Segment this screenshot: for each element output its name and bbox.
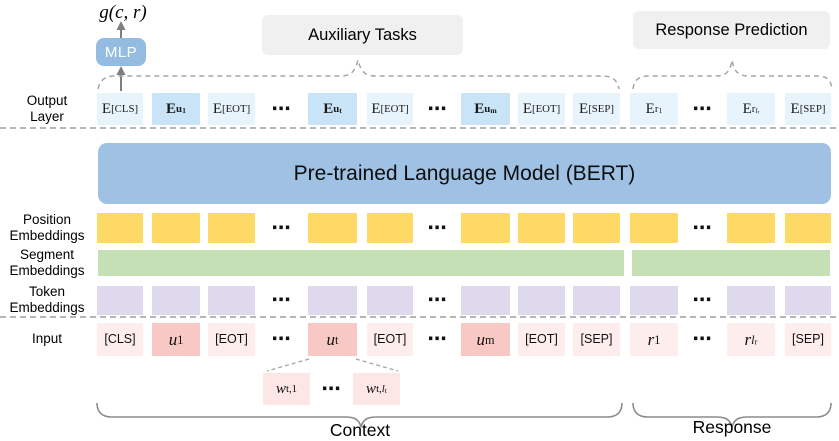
utterance-expansion-line-left [266, 358, 310, 372]
output-ellipsis: ⋯ [692, 97, 712, 120]
output-embedding-box: E[EOT] [518, 93, 565, 125]
token-embedding-box [518, 286, 565, 315]
input-token-box: [CLS] [97, 323, 143, 356]
output-embedding-box: E[EOT] [367, 93, 413, 125]
token-embedding-box [308, 286, 357, 315]
token-embedding-box [97, 286, 143, 315]
position-embedding-box [208, 213, 255, 243]
position-ellipsis: ⋯ [692, 216, 712, 239]
token-embedding-box [367, 286, 413, 315]
input-ellipsis: ⋯ [271, 328, 291, 350]
token-ellipsis: ⋯ [271, 289, 291, 311]
scoring-function-formula: g(c, r) [99, 1, 147, 23]
row-label-input: Input [31, 331, 63, 347]
input-token-box: [EOT] [367, 323, 413, 356]
output-embedding-box: E[CLS] [97, 93, 143, 125]
row-label-position-embeddings: Position Embeddings [9, 212, 85, 243]
input-token-box: [SEP] [785, 323, 831, 356]
bert-box: Pre-trained Language Model (BERT) [98, 143, 831, 204]
position-embedding-box [461, 213, 510, 243]
position-ellipsis: ⋯ [271, 216, 291, 239]
input-ellipsis: ⋯ [427, 328, 447, 350]
row-label-token-embeddings: Token Embeddings [9, 283, 85, 315]
position-embedding-box [630, 213, 678, 243]
response-label: Response [692, 417, 772, 438]
segment-bar-context [98, 250, 624, 276]
output-ellipsis: ⋯ [271, 97, 291, 120]
output-embedding-box: E[SEP] [573, 93, 620, 125]
position-ellipsis: ⋯ [427, 216, 447, 239]
token-embedding-box [152, 286, 200, 315]
output-embedding-box: E[SEP] [785, 93, 831, 125]
auxiliary-tasks-label: Auxiliary Tasks [262, 15, 463, 55]
words-ellipsis: ⋯ [321, 377, 341, 400]
token-embedding-box [208, 286, 255, 315]
auxiliary-tasks-brace [97, 59, 620, 90]
utterance-expansion-line-right [355, 358, 399, 372]
input-token-box: [SEP] [573, 323, 620, 356]
token-embedding-box [785, 286, 831, 315]
token-embedding-box [727, 286, 775, 315]
response-prediction-label: Response Prediction [633, 11, 830, 49]
context-brace [96, 402, 623, 428]
response-brace [632, 402, 832, 428]
input-token-box: [EOT] [518, 323, 565, 356]
token-embedding-box [461, 286, 510, 315]
token-ellipsis: ⋯ [692, 289, 712, 311]
position-embedding-box [152, 213, 200, 243]
output-ellipsis: ⋯ [427, 97, 447, 120]
position-embedding-box [518, 213, 565, 243]
row-label-segment-embeddings: Segment Embeddings [9, 247, 85, 278]
input-ellipsis: ⋯ [692, 328, 712, 350]
position-embedding-box [727, 213, 775, 243]
mlp-box: MLP [96, 38, 146, 66]
input-token-box: [EOT] [208, 323, 255, 356]
context-label: Context [329, 420, 391, 441]
position-embedding-box [785, 213, 831, 243]
row-label-output-layer: Output Layer [26, 93, 68, 124]
output-embedding-box: E[EOT] [208, 93, 255, 125]
token-embedding-box [573, 286, 620, 315]
arrow-mlp-to-formula [116, 21, 126, 38]
position-embedding-box [573, 213, 620, 243]
token-embedding-box [630, 286, 678, 315]
position-embedding-box [308, 213, 357, 243]
position-embedding-box [97, 213, 143, 243]
segment-bar-response [632, 250, 830, 276]
token-ellipsis: ⋯ [427, 289, 447, 311]
arrow-output-to-mlp [116, 66, 126, 91]
response-prediction-brace [632, 59, 833, 90]
position-embedding-box [367, 213, 413, 243]
